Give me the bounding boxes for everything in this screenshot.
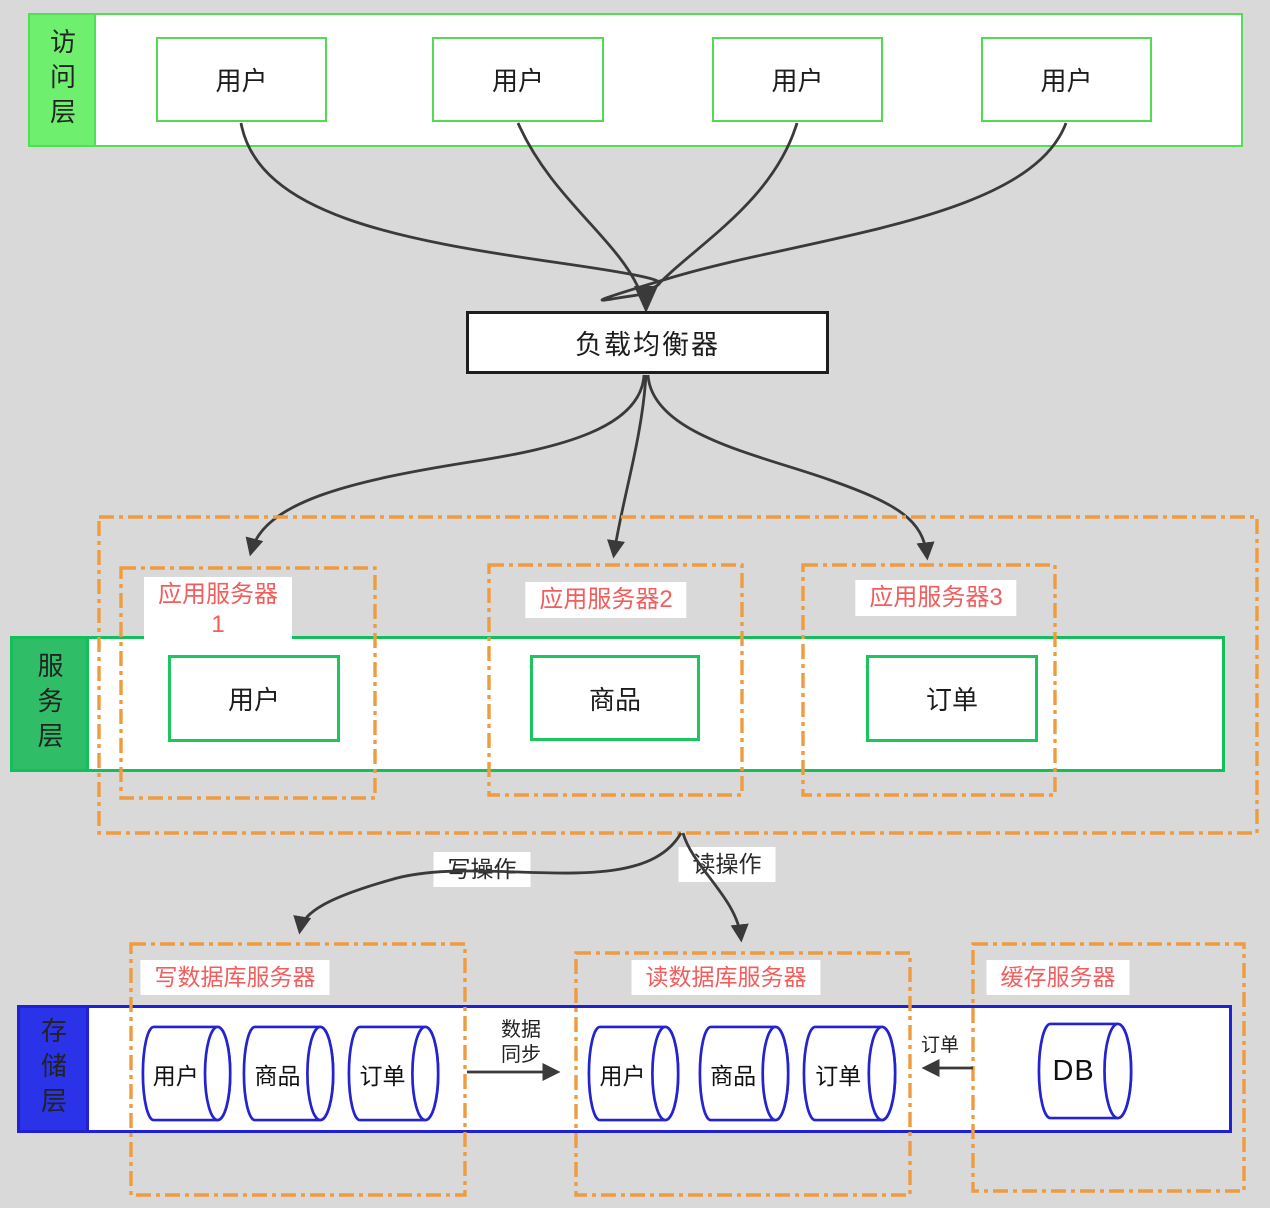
- order-arrow-label: 订单: [920, 1035, 960, 1056]
- read-flow-curve: [681, 832, 749, 943]
- app-server1-title-line2: 1: [211, 611, 225, 638]
- read-db-cylinder-user: 用户: [588, 1025, 680, 1122]
- lb-arrowhead-icon: [634, 286, 658, 313]
- db-cylinder-icon: [1038, 1022, 1133, 1120]
- user4-to-lb-curve: [600, 122, 1068, 302]
- lb-to-app1-curve: [245, 374, 646, 557]
- user-box-4: 用户: [981, 37, 1152, 122]
- storage-layer-label-block: 存储层: [20, 1008, 89, 1130]
- db-label: 订单: [815, 1062, 862, 1089]
- access-layer-label: 访问层: [46, 27, 77, 133]
- write-db-server-dashed-box: [129, 942, 467, 1197]
- module-box-product: 商品: [530, 655, 700, 741]
- user-box-1: 用户: [156, 37, 327, 122]
- service-layer-label-block: 服务层: [13, 639, 89, 769]
- cache-server-title: 缓存服务器: [986, 960, 1130, 995]
- app-server2-title: 应用服务器2: [525, 582, 687, 618]
- write-flow-curve: [293, 832, 683, 935]
- load-balancer-box: 负载均衡器: [466, 311, 829, 374]
- write-db-cylinder-user: 用户: [142, 1025, 232, 1122]
- db-cylinder-icon: [803, 1025, 897, 1122]
- db-label: 商品: [254, 1062, 301, 1089]
- app-server2-dashed-box: [487, 563, 744, 797]
- module-box-user: 用户: [168, 655, 340, 742]
- access-layer-label-block: 访问层: [30, 15, 96, 145]
- db-cylinder-icon: [699, 1025, 790, 1122]
- user2-to-lb-curve: [516, 122, 643, 295]
- db-label: 用户: [152, 1062, 199, 1089]
- app-server3-dashed-box: [801, 563, 1057, 797]
- user-box-2: 用户: [432, 37, 604, 122]
- lb-to-app2-curve: [607, 374, 648, 559]
- db-cylinder-icon: [243, 1025, 335, 1122]
- write-db-server-title: 写数据库服务器: [140, 960, 330, 995]
- user1-to-lb-curve: [239, 122, 661, 299]
- db-label: DB: [1052, 1054, 1095, 1087]
- db-cylinder-icon: [348, 1025, 440, 1122]
- service-layer-label: 服务层: [34, 651, 64, 757]
- app-server1-title: 应用服务器 1: [144, 577, 292, 643]
- read-db-server-title: 读数据库服务器: [631, 960, 821, 995]
- module-box-order: 订单: [866, 655, 1038, 742]
- db-label: 商品: [710, 1062, 757, 1089]
- db-label: 订单: [359, 1062, 406, 1089]
- user3-to-lb-curve: [649, 122, 799, 293]
- cache-db-cylinder: DB: [1038, 1022, 1133, 1120]
- read-db-cylinder-product: 商品: [699, 1025, 790, 1122]
- lb-to-app3-curve: [646, 374, 935, 561]
- read-db-server-dashed-box: [574, 951, 912, 1197]
- db-cylinder-icon: [588, 1025, 680, 1122]
- write-operation-label: 写操作: [433, 852, 531, 887]
- write-db-cylinder-product: 商品: [243, 1025, 335, 1122]
- db-cylinder-icon: [142, 1025, 232, 1122]
- read-db-cylinder-order: 订单: [803, 1025, 897, 1122]
- app-server3-title: 应用服务器3: [855, 580, 1017, 616]
- data-sync-label: 数据 同步: [501, 1019, 541, 1066]
- user-box-3: 用户: [712, 37, 883, 122]
- write-db-cylinder-order: 订单: [348, 1025, 440, 1122]
- app-server1-dashed-box: [119, 566, 377, 800]
- service-cluster-dashed-box: [97, 515, 1259, 835]
- db-label: 用户: [599, 1062, 646, 1089]
- read-operation-label: 读操作: [678, 847, 776, 882]
- storage-layer-label: 存储层: [37, 1016, 68, 1122]
